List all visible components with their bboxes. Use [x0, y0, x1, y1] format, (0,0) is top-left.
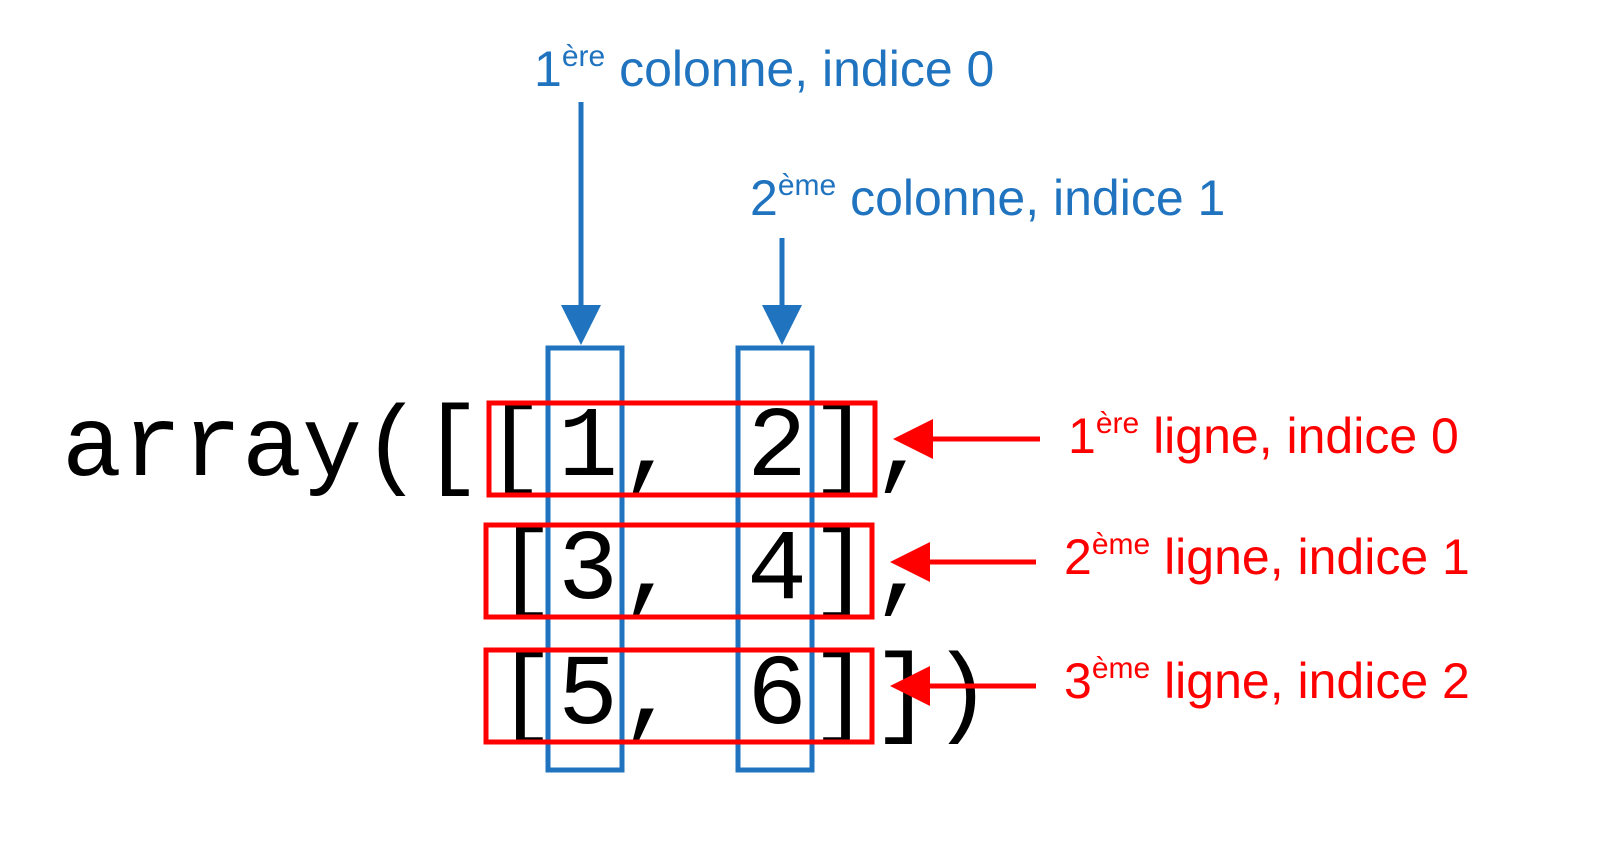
column-1-label-number: 2	[750, 170, 778, 226]
row-2-close-bracket: ]	[810, 641, 870, 754]
row-2-label-ordinal: ème	[1092, 652, 1150, 685]
value-2: 2	[747, 393, 807, 506]
value-5: 5	[558, 641, 618, 754]
value-6: 6	[747, 641, 807, 754]
row-2-separator: ,	[620, 641, 680, 754]
row-1-box	[483, 522, 875, 620]
column-0-label: 1ère colonne, indice 0	[534, 40, 994, 97]
row-arrows	[890, 419, 1040, 706]
row-2-trailing: ])	[872, 641, 992, 754]
row-0-trailing: ,	[872, 393, 932, 506]
row-1-separator: ,	[620, 516, 680, 629]
column-0-label-number: 1	[534, 41, 562, 97]
column-0-box	[545, 345, 625, 773]
array-code: array([ [ 1 , 2 ] , [ 3 , 4 ] , [ 5 , 6 …	[62, 393, 992, 754]
column-1-label: 2ème colonne, indice 1	[750, 169, 1225, 226]
code-prefix: array([	[62, 393, 482, 506]
column-0-label-text: colonne, indice 0	[605, 41, 994, 97]
row-0-close-bracket: ]	[810, 393, 870, 506]
row-0-open-bracket: [	[485, 393, 545, 506]
column-highlights	[545, 345, 815, 773]
column-1-label-text: colonne, indice 1	[836, 170, 1225, 226]
row-0-label-ordinal: ère	[1096, 407, 1139, 440]
column-1-label-ordinal: ème	[778, 169, 836, 202]
row-0-label-number: 1	[1068, 408, 1096, 464]
row-2-label-number: 3	[1064, 653, 1092, 709]
column-arrows	[561, 102, 802, 345]
row-1-label: 2ème ligne, indice 1	[1064, 528, 1470, 585]
value-1: 1	[558, 393, 618, 506]
row-1-trailing: ,	[872, 516, 932, 629]
row-2-label-text: ligne, indice 2	[1150, 653, 1470, 709]
row-highlights	[483, 400, 878, 745]
column-1-box	[735, 345, 815, 773]
row-0-separator: ,	[620, 393, 680, 506]
row-2-label: 3ème ligne, indice 2	[1064, 652, 1470, 709]
row-0-box	[486, 400, 878, 498]
row-1-label-text: ligne, indice 1	[1150, 529, 1470, 585]
row-1-close-bracket: ]	[810, 516, 870, 629]
row-2-box	[483, 647, 875, 745]
row-1-label-number: 2	[1064, 529, 1092, 585]
row-0-label-text: ligne, indice 0	[1139, 408, 1459, 464]
value-3: 3	[558, 516, 618, 629]
row-1-label-ordinal: ème	[1092, 528, 1150, 561]
row-0-label: 1ère ligne, indice 0	[1068, 407, 1459, 464]
column-0-label-ordinal: ère	[562, 40, 605, 73]
value-4: 4	[747, 516, 807, 629]
